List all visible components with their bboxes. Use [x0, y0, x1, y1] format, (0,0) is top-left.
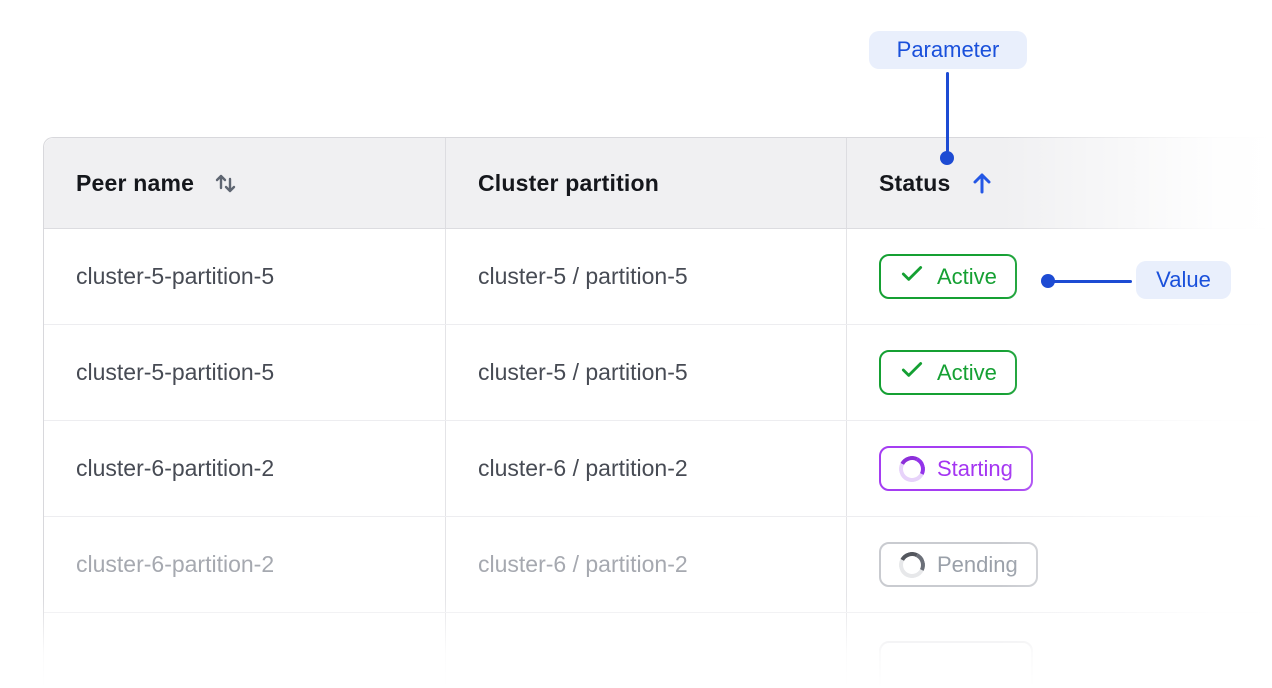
peer-name-cell: cluster-6-partition-2 — [44, 421, 446, 516]
column-header-status[interactable]: Status — [847, 138, 1272, 228]
spinner-icon — [895, 452, 929, 485]
peers-table: Peer name Cluster partition Status — [43, 137, 1272, 688]
status-badge-label: Starting — [937, 455, 1013, 481]
status-badge-active: Active — [879, 254, 1017, 299]
table-row: cluster-6-partition-2 cluster-6 / partit… — [44, 421, 1272, 517]
status-badge-clipped — [879, 641, 1033, 688]
parameter-connector-dot — [940, 151, 954, 165]
column-header-peer-name[interactable]: Peer name — [44, 138, 446, 228]
spinner-icon — [895, 548, 929, 581]
cluster-partition-cell: cluster-6 / partition-2 — [446, 421, 847, 516]
status-cell: Starting — [847, 421, 1272, 516]
status-badge-label: Active — [937, 359, 997, 385]
value-callout-pill: Value — [1136, 261, 1231, 299]
status-cell: Pending — [847, 517, 1272, 612]
peer-name-cell: cluster-6-partition-2 — [44, 517, 446, 612]
column-label-status: Status — [879, 169, 951, 196]
status-cell — [847, 613, 1272, 688]
status-badge-pending: Pending — [879, 542, 1038, 587]
table-row-partial — [44, 613, 1272, 688]
peer-name-cell: cluster-5-partition-5 — [44, 229, 446, 324]
cluster-partition-cell: cluster-5 / partition-5 — [446, 229, 847, 324]
cluster-partition-cell: cluster-5 / partition-5 — [446, 325, 847, 420]
cluster-partition-cell — [446, 613, 847, 687]
table-row: cluster-6-partition-2 cluster-6 / partit… — [44, 517, 1272, 613]
parameter-callout-pill: Parameter — [869, 31, 1027, 69]
sort-ascending-arrow-up-icon — [969, 170, 995, 196]
column-label-cluster-partition: Cluster partition — [478, 169, 660, 196]
status-badge-starting: Starting — [879, 446, 1033, 491]
value-connector-line — [1051, 280, 1132, 283]
check-icon — [899, 261, 925, 293]
table-row: cluster-5-partition-5 cluster-5 / partit… — [44, 229, 1272, 325]
status-badge-label: Active — [937, 263, 997, 289]
status-badge-label: Pending — [937, 551, 1018, 577]
value-callout-label: Value — [1156, 267, 1211, 292]
peer-name-cell — [44, 613, 446, 687]
table-row: cluster-5-partition-5 cluster-5 / partit… — [44, 325, 1272, 421]
sort-both-icon — [212, 170, 239, 197]
status-cell: Active — [847, 325, 1272, 420]
table-header-row: Peer name Cluster partition Status — [44, 138, 1272, 229]
peer-name-cell: cluster-5-partition-5 — [44, 325, 446, 420]
status-badge-active: Active — [879, 350, 1017, 395]
cluster-partition-cell: cluster-6 / partition-2 — [446, 517, 847, 612]
check-icon — [899, 357, 925, 389]
parameter-connector-line — [946, 72, 949, 152]
column-header-cluster-partition[interactable]: Cluster partition — [446, 138, 847, 228]
column-label-peer-name: Peer name — [76, 169, 195, 196]
value-connector-dot — [1041, 274, 1055, 288]
parameter-callout-label: Parameter — [896, 37, 1000, 62]
status-cell: Active — [847, 229, 1272, 324]
